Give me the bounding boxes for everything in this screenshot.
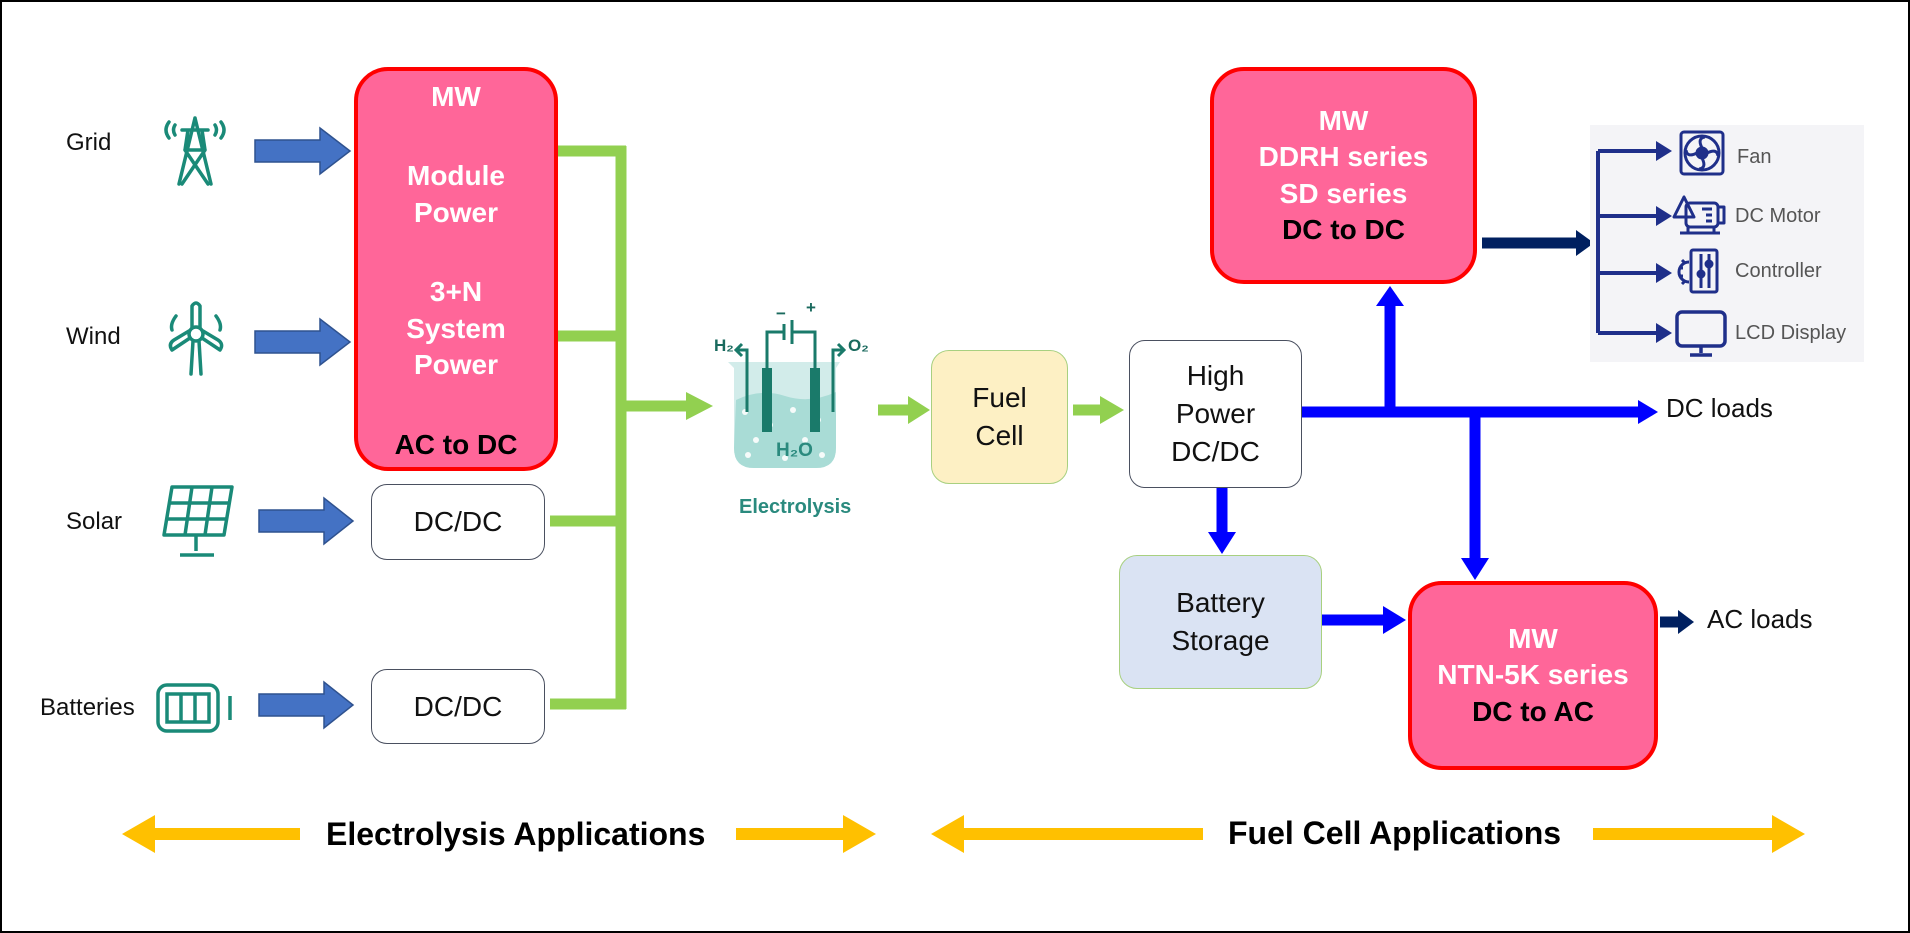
load-label-lcd-display: LCD Display	[1735, 322, 1847, 344]
fuel-cell-box: Fuel Cell	[931, 350, 1068, 484]
transmission-tower-icon	[164, 116, 226, 186]
battery-storage-line2: Storage	[1171, 625, 1270, 656]
dc-load-devices-panel	[1590, 125, 1864, 362]
source-label-wind: Wind	[66, 323, 121, 350]
load-branch-arrows	[1596, 141, 1672, 343]
ddrh-series: DDRH series	[1258, 141, 1429, 173]
acdc-type: AC to DC	[394, 428, 518, 460]
acdc-converter-box: MW Module Power 3+N System Power AC to D…	[354, 67, 558, 471]
ddrh-converter-box: MW DDRH series SD series DC to DC	[1210, 67, 1477, 284]
high-power-line2: Power	[1175, 398, 1256, 430]
high-power-dcdc-box: High Power DC/DC	[1129, 340, 1302, 488]
source-label-solar: Solar	[66, 508, 123, 535]
sd-series: SD series	[1279, 177, 1408, 209]
acdc-line-power: Power	[413, 196, 499, 228]
electrolysis-label: Electrolysis	[739, 496, 852, 518]
ntn-brand: MW	[1508, 622, 1558, 654]
controller-icon	[1677, 248, 1719, 294]
ddrh-type: DC to DC	[1282, 213, 1405, 245]
electrolysis-cell-icon	[728, 320, 847, 468]
h2-label: H₂	[714, 336, 734, 355]
high-power-line1: High	[1186, 360, 1245, 392]
ac-loads-label: AC loads	[1707, 604, 1813, 634]
dcdc-solar-label: DC/DC	[413, 506, 503, 538]
ntn-series: NTN-5K series	[1437, 659, 1629, 691]
dcdc-solar-box: DC/DC	[371, 484, 545, 560]
load-label-controller: Controller	[1735, 260, 1822, 282]
wind-turbine-icon	[168, 301, 224, 376]
ddrh-brand: MW	[1318, 104, 1369, 136]
load-label-dc-motor: DC Motor	[1735, 205, 1821, 227]
dcdc-batteries-label: DC/DC	[413, 690, 503, 722]
lcd-display-icon	[1675, 310, 1727, 357]
fuel-cell-line2: Cell	[975, 420, 1024, 451]
dc-loads-label: DC loads	[1666, 393, 1773, 423]
ntn-type: DC to AC	[1472, 695, 1594, 727]
acdc-line-system: System	[406, 312, 506, 344]
battery-icon	[156, 683, 232, 733]
o2-label: O₂	[848, 336, 869, 355]
load-label-fan: Fan	[1737, 146, 1772, 168]
acdc-line-module: Module	[407, 160, 505, 192]
fan-icon	[1679, 130, 1725, 176]
battery-storage-box: Battery Storage	[1119, 555, 1322, 689]
acdc-line-3n: 3+N	[429, 276, 483, 308]
high-power-line3: DC/DC	[1171, 435, 1260, 467]
water-label: H₂O	[776, 440, 813, 461]
dcdc-batteries-box: DC/DC	[371, 669, 545, 744]
electrolysis-applications-label: Electrolysis Applications	[326, 816, 706, 852]
source-label-batteries: Batteries	[40, 694, 135, 721]
solar-panel-icon	[162, 485, 234, 557]
fuel-cell-applications-label: Fuel Cell Applications	[1228, 815, 1562, 851]
acdc-brand: MW	[431, 81, 481, 112]
source-label-grid: Grid	[66, 129, 112, 156]
fuel-cell-line1: Fuel	[972, 382, 1027, 414]
dc-motor-icon	[1672, 195, 1726, 235]
minus-terminal: −	[776, 304, 786, 323]
ntn-inverter-box: MW NTN-5K series DC to AC	[1408, 581, 1658, 770]
battery-storage-line1: Battery	[1176, 587, 1265, 619]
plus-terminal: +	[806, 298, 816, 317]
acdc-line-power2: Power	[413, 349, 499, 381]
